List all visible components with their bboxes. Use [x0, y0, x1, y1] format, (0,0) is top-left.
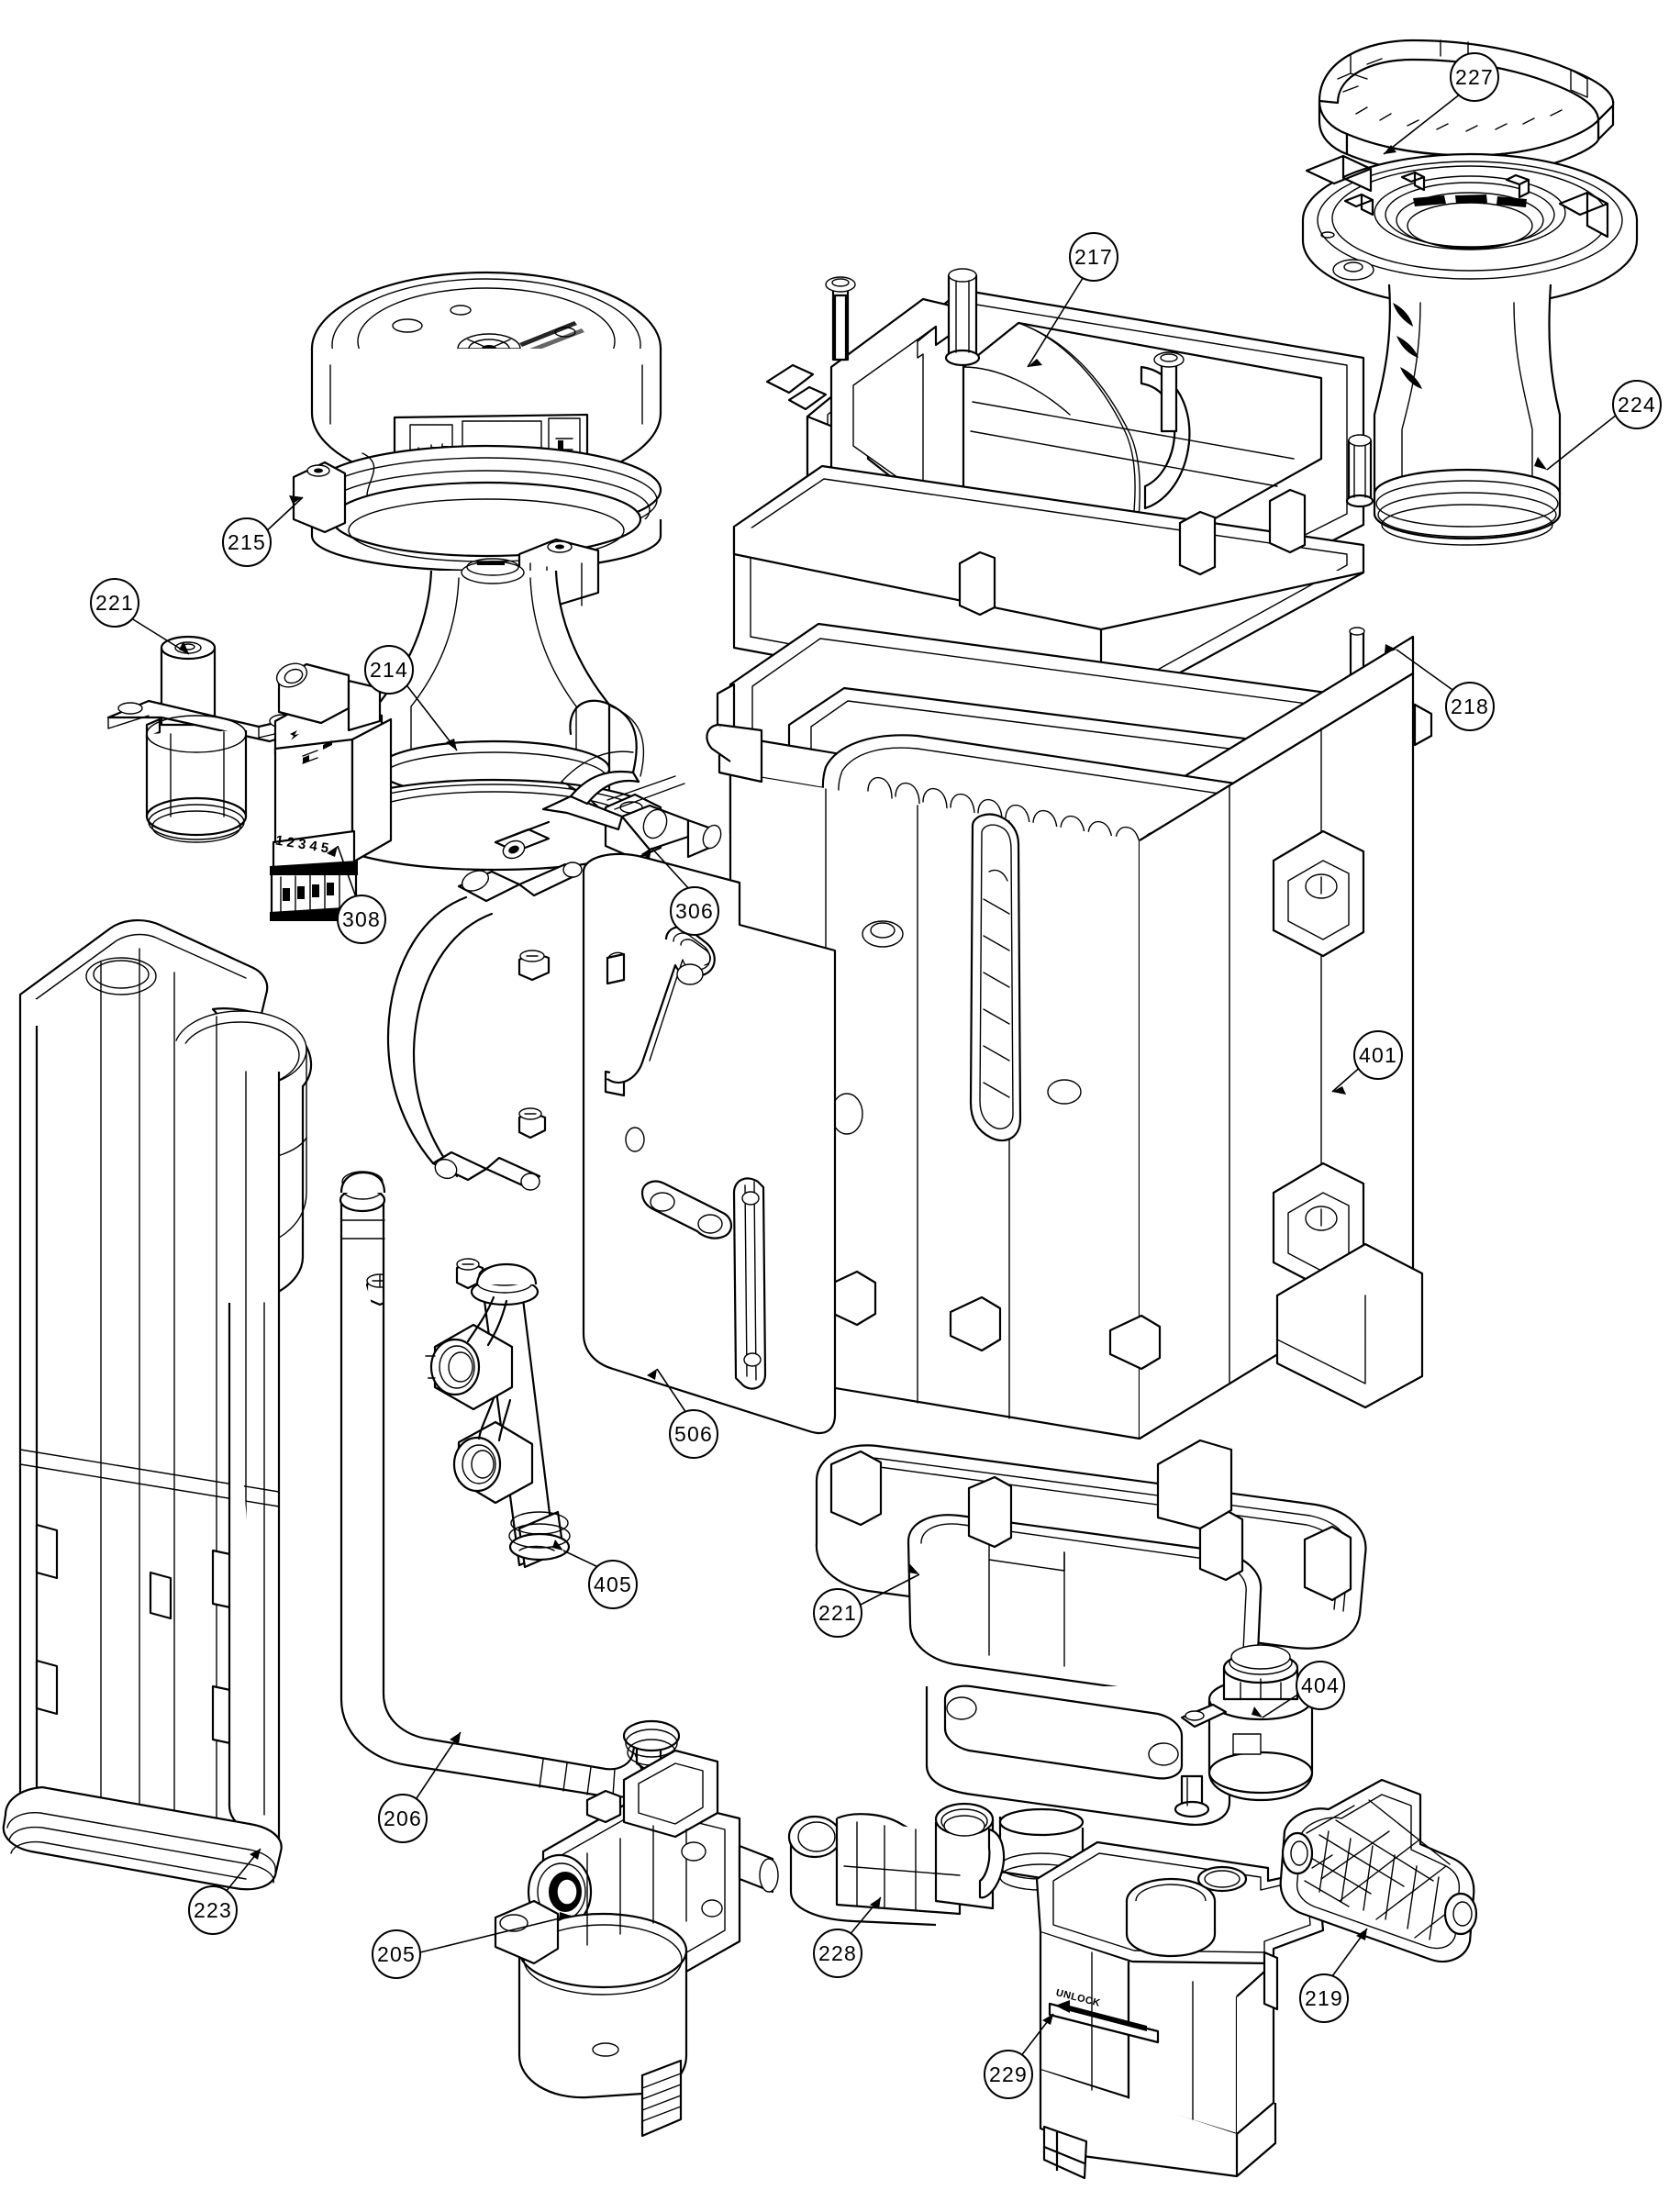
part-219-lattice-bracket	[1279, 1778, 1478, 1963]
part-224-outlet-cone	[1301, 152, 1639, 546]
callout-number-224: 224	[1612, 380, 1662, 429]
callout-number-404: 404	[1296, 1661, 1345, 1710]
callout-number-405: 405	[588, 1560, 638, 1609]
callout-number-227: 227	[1450, 52, 1499, 102]
callout-number-205: 205	[372, 1929, 421, 1979]
part-506-back-panel	[455, 852, 837, 1435]
callout-number-215: 215	[222, 517, 272, 567]
leader-lines	[128, 93, 1618, 2058]
part-221-sensor-mount	[106, 635, 321, 843]
callout-number-229: 229	[984, 2050, 1033, 2099]
callout-number-223: 223	[188, 1885, 238, 1935]
part-306-ignition-electrode	[494, 699, 722, 860]
callout-number-206: 206	[378, 1794, 428, 1843]
callout-number-308: 308	[337, 895, 386, 944]
part-229-unlock-cover	[1035, 1840, 1325, 2180]
callout-number-506: 506	[669, 1409, 718, 1459]
callout-number-221-sensor: 221	[90, 578, 139, 628]
part-223-combustion-chamber	[2, 919, 313, 1891]
spark-lead-cable	[386, 862, 583, 1191]
part-215-blower-motor	[292, 271, 662, 610]
part-221-sump-pan	[815, 1439, 1367, 1891]
part-206-flue-hose	[339, 1171, 681, 1798]
fasteners-top	[825, 268, 1374, 693]
part-404-relief-valve	[1174, 1644, 1314, 1818]
callout-number-218: 218	[1445, 682, 1495, 731]
callout-number-219: 219	[1299, 1973, 1349, 2023]
part-228-elbow-pipe	[787, 1802, 1006, 1927]
part-308-terminal-block	[270, 662, 393, 921]
callout-number-306: 306	[670, 886, 719, 936]
part-205-gas-valve-unit	[494, 1749, 779, 2138]
callout-number-214: 214	[364, 645, 414, 695]
callout-number-401: 401	[1353, 1030, 1403, 1080]
callout-number-228: 228	[813, 1929, 862, 1978]
callout-number-221-sump: 221	[813, 1588, 862, 1638]
part-405-water-manifold	[365, 1262, 571, 1569]
callout-number-217: 217	[1069, 232, 1118, 282]
